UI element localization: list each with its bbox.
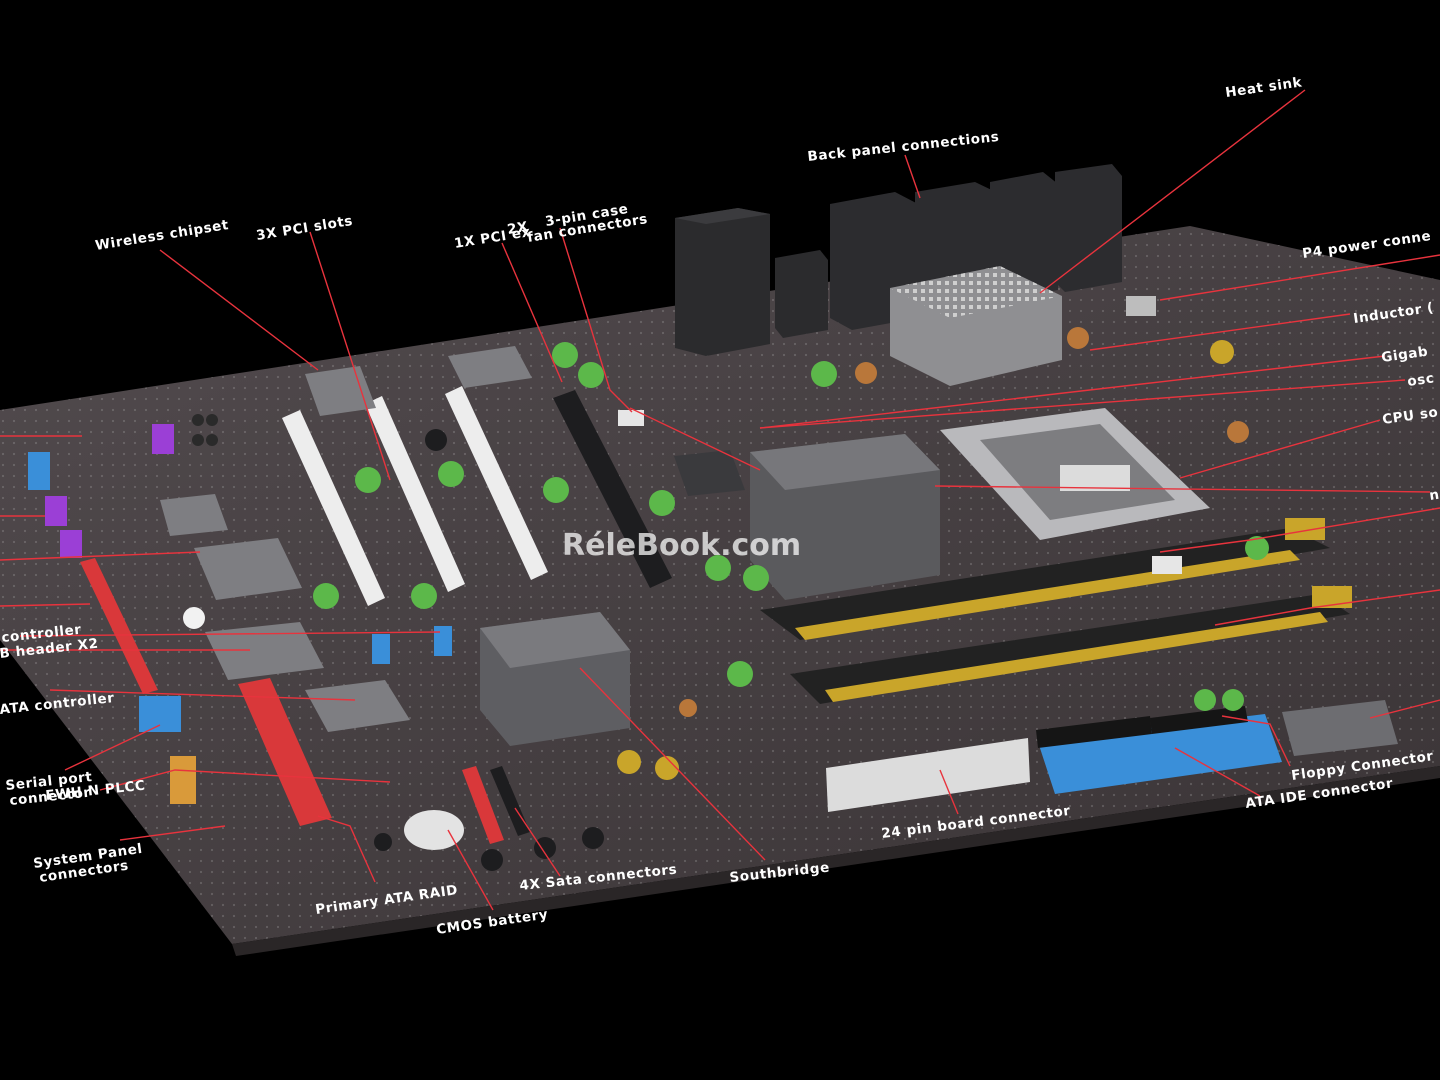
heat-sink bbox=[890, 266, 1062, 386]
chips bbox=[160, 346, 1398, 756]
cpu-socket bbox=[940, 408, 1210, 540]
capacitors bbox=[183, 340, 1269, 871]
southbridge-heatsink bbox=[480, 612, 630, 746]
label-back-panel: Back panel connections bbox=[807, 129, 1000, 165]
label-wireless: Wireless chipset bbox=[94, 217, 230, 254]
fan-connectors bbox=[618, 296, 1182, 574]
pcie-slot bbox=[553, 390, 672, 588]
cmos-battery bbox=[404, 810, 464, 850]
label-cpu-socket: CPU so bbox=[1381, 404, 1439, 428]
label-fan-2x: 2X bbox=[506, 219, 529, 238]
board-24pin-connector bbox=[826, 738, 1030, 812]
sata-connectors bbox=[462, 766, 530, 844]
ide-connectors bbox=[1036, 706, 1282, 794]
label-p4-power: P4 power conne bbox=[1301, 228, 1432, 262]
label-gigabit: Gigab bbox=[1380, 344, 1429, 366]
leader-lines bbox=[0, 89, 1440, 911]
northbridge-heatsink bbox=[750, 434, 940, 600]
left-headers bbox=[28, 424, 452, 804]
label-heat-sink: Heat sink bbox=[1224, 74, 1303, 101]
inductors bbox=[679, 327, 1249, 717]
ram-slots bbox=[760, 518, 1352, 704]
label-oscillator: osc bbox=[1406, 370, 1435, 390]
label-pci-slots: 3X PCI slots bbox=[255, 213, 354, 244]
pci-slots bbox=[282, 386, 548, 606]
watermark-text: RéleBook.com bbox=[562, 528, 801, 563]
label-right-n: n bbox=[1428, 487, 1440, 504]
watermark: RéleBook.com bbox=[562, 528, 801, 563]
primary-ata-connector bbox=[238, 678, 332, 826]
